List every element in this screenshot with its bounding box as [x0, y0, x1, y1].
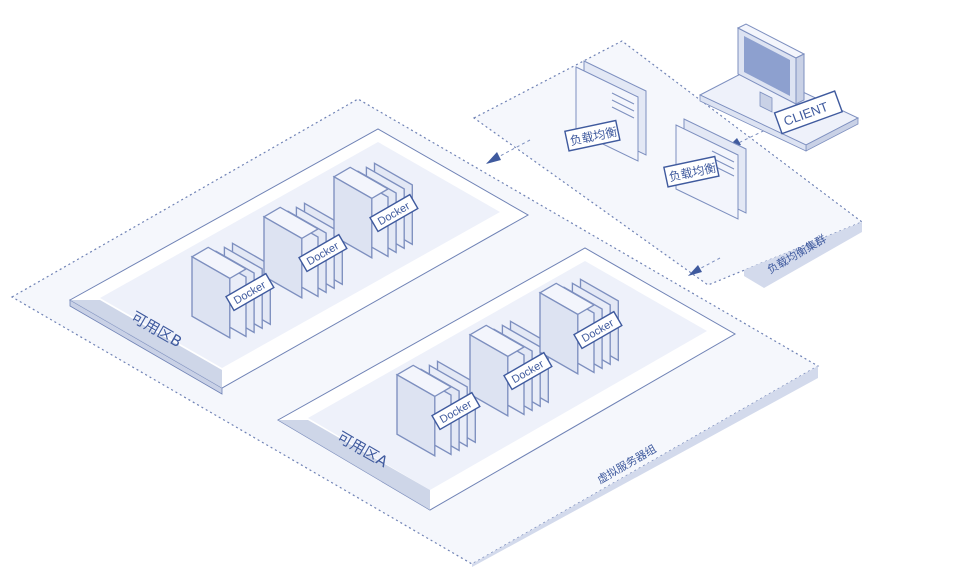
lb-tags: 负载均衡 负载均衡: [564, 119, 720, 188]
client-computer: CLIENT: [698, 23, 860, 152]
virtual-server-group-region: 虚拟服务器组: [10, 98, 820, 567]
